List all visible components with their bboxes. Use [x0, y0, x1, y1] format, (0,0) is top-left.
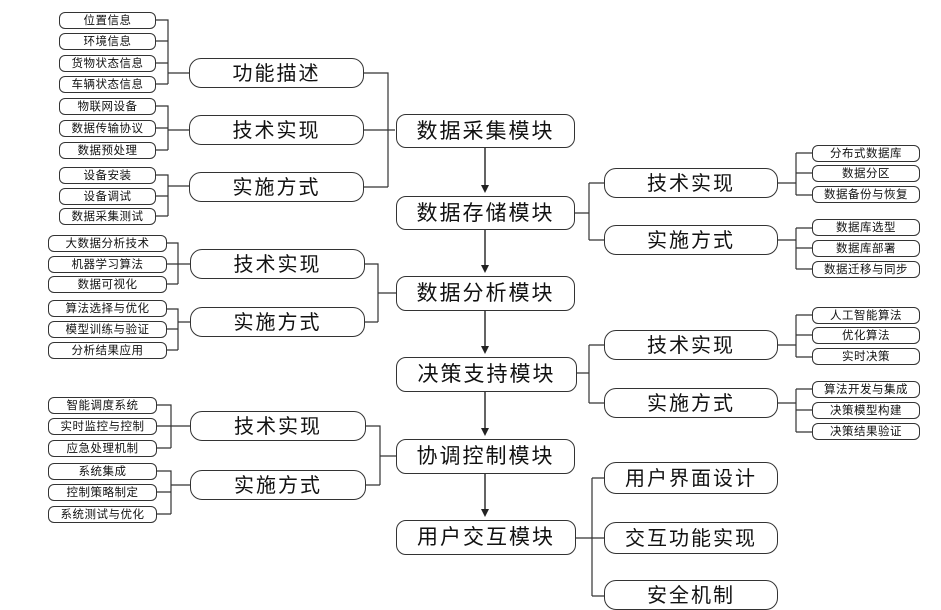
- control-leaf: 控制策略制定: [48, 484, 157, 501]
- decision-branch-tech: 技术实现: [604, 330, 778, 360]
- storage-leaf: 数据迁移与同步: [812, 261, 920, 278]
- control-branch-impl: 实施方式: [190, 470, 366, 500]
- module-user-interaction: 用户交互模块: [396, 520, 576, 555]
- module-coordination-control: 协调控制模块: [396, 439, 575, 474]
- analysis-leaf: 数据可视化: [48, 276, 167, 293]
- collection-leaf: 物联网设备: [59, 98, 156, 115]
- collection-leaf: 数据采集测试: [59, 208, 156, 225]
- interaction-branch-security: 安全机制: [604, 580, 778, 610]
- collection-branch-tech: 技术实现: [189, 115, 364, 145]
- collection-leaf: 设备调试: [59, 188, 156, 205]
- storage-branch-impl: 实施方式: [604, 225, 778, 255]
- decision-branch-impl: 实施方式: [604, 388, 778, 418]
- analysis-leaf: 大数据分析技术: [48, 235, 167, 252]
- collection-leaf: 环境信息: [59, 33, 156, 50]
- storage-leaf: 数据库部署: [812, 240, 920, 257]
- analysis-leaf: 机器学习算法: [48, 256, 167, 273]
- analysis-branch-tech: 技术实现: [190, 249, 365, 279]
- decision-leaf: 决策结果验证: [812, 423, 920, 440]
- collection-leaf: 数据预处理: [59, 142, 156, 159]
- control-leaf: 智能调度系统: [48, 397, 157, 414]
- collection-branch-impl: 实施方式: [189, 172, 364, 202]
- decision-leaf: 实时决策: [812, 348, 920, 365]
- module-data-analysis: 数据分析模块: [396, 276, 575, 311]
- storage-leaf: 数据分区: [812, 165, 920, 182]
- control-leaf: 系统集成: [48, 463, 157, 480]
- analysis-leaf: 模型训练与验证: [48, 321, 167, 338]
- decision-leaf: 人工智能算法: [812, 307, 920, 324]
- storage-leaf: 数据库选型: [812, 219, 920, 236]
- collection-branch-function: 功能描述: [189, 58, 364, 88]
- control-leaf: 应急处理机制: [48, 440, 157, 457]
- module-data-storage: 数据存储模块: [396, 196, 575, 230]
- interaction-branch-ui-design: 用户界面设计: [604, 462, 778, 494]
- storage-leaf: 数据备份与恢复: [812, 186, 920, 203]
- analysis-leaf: 分析结果应用: [48, 342, 167, 359]
- control-leaf: 系统测试与优化: [48, 506, 157, 523]
- analysis-branch-impl: 实施方式: [190, 307, 365, 337]
- collection-leaf: 货物状态信息: [59, 55, 156, 72]
- control-branch-tech: 技术实现: [190, 411, 366, 441]
- collection-leaf: 数据传输协议: [59, 120, 156, 137]
- interaction-branch-function: 交互功能实现: [604, 522, 778, 554]
- collection-leaf: 位置信息: [59, 12, 156, 29]
- collection-leaf: 车辆状态信息: [59, 76, 156, 93]
- storage-leaf: 分布式数据库: [812, 145, 920, 162]
- control-leaf: 实时监控与控制: [48, 418, 157, 435]
- module-decision-support: 决策支持模块: [396, 357, 577, 392]
- storage-branch-tech: 技术实现: [604, 168, 778, 198]
- analysis-leaf: 算法选择与优化: [48, 300, 167, 317]
- decision-leaf: 优化算法: [812, 327, 920, 344]
- decision-leaf: 决策模型构建: [812, 402, 920, 419]
- decision-leaf: 算法开发与集成: [812, 381, 920, 398]
- module-data-collection: 数据采集模块: [396, 114, 575, 148]
- collection-leaf: 设备安装: [59, 167, 156, 184]
